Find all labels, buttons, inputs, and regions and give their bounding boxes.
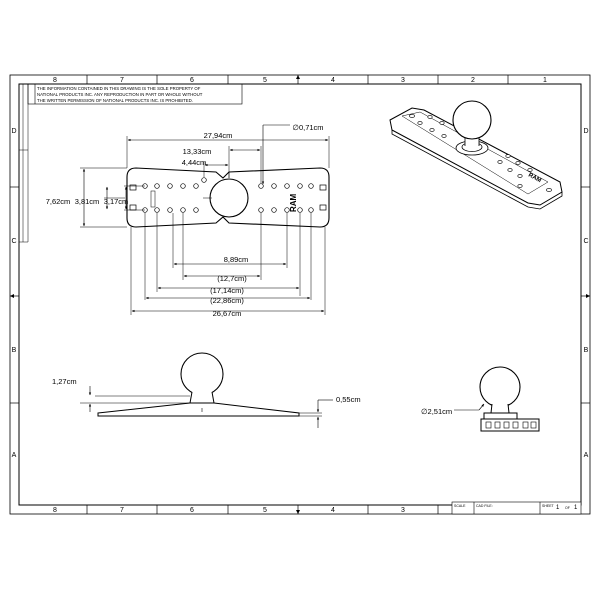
col-label-bottom-7: 7 [120,507,124,514]
sheet-total: 1 [574,505,578,511]
row-label-right-d: D [583,128,588,135]
row-label-right-b: B [584,347,589,354]
dim-13-33: 13,33cm [183,147,212,156]
cad-file-label: CAD FILE: [476,504,493,508]
col-label-top-8: 8 [53,77,57,84]
end-view: ∅2,51cm [421,366,540,432]
dim-22-86: (22,86cm) [210,296,244,305]
brand-mark: RAM [289,193,298,212]
of-label: OF [565,506,570,510]
dim-0-55: 0,55cm [336,395,361,404]
dim-height-7-62: 7,62cm [46,197,71,206]
mounting-holes [142,177,314,213]
sheet-border [9,74,591,515]
end-view-base [483,412,518,420]
proprietary-notice: THE INFORMATION CONTAINED IN THIS DRAWIN… [19,83,243,243]
sheet-label: SHEET [542,504,555,508]
centering-marks [10,75,590,514]
scale-label: SCALE [454,504,466,508]
dim-overall-length: 27,94cm [204,131,233,140]
col-label-bottom-4: 4 [331,507,335,514]
dim-17-14: (17,14cm) [210,286,244,295]
col-label-top-1: 1 [543,77,547,84]
ball-side-view [180,352,224,396]
top-view: RAM [46,123,330,318]
dim-height-3-81: 3,81cm [75,197,100,206]
row-label-right-c: C [583,238,588,245]
sheet-number: 1 [556,505,560,511]
col-label-bottom-5: 5 [263,507,267,514]
col-label-top-2: 2 [471,77,475,84]
isometric-view: RAM [389,100,563,210]
notice-line-1: THE INFORMATION CONTAINED IN THIS DRAWIN… [37,86,201,91]
row-label-left-c: C [11,238,16,245]
dim-height-3-17: 3,17cm [104,197,129,206]
title-block: SCALE CAD FILE: SHEET 1 OF 1 [451,501,582,515]
iso-ball [452,100,492,140]
notice-line-3: THE WRITTEN PERMISSION OF NATIONAL PRODU… [37,98,193,103]
notice-line-2: NATIONAL PRODUCTS INC. ANY REPRODUCTION … [37,92,203,97]
col-label-top-6: 6 [190,77,194,84]
col-label-top-3: 3 [401,77,405,84]
dim-26-67: 26,67cm [213,309,242,318]
row-label-right-a: A [584,452,589,459]
col-label-top-4: 4 [331,77,335,84]
col-label-top-5: 5 [263,77,267,84]
side-plate [97,402,300,417]
dim-8-89: 8,89cm [224,255,249,264]
iso-brand-mark: RAM [527,172,542,184]
ball-top-view [209,178,249,218]
col-label-bottom-6: 6 [190,507,194,514]
row-label-left-b: B [12,347,17,354]
ball-end-view [479,366,521,408]
col-label-top-7: 7 [120,77,124,84]
dim-ball-diameter: ∅2,51cm [421,407,452,416]
dim-12-7: (12,7cm) [217,274,247,283]
zone-labels: 8 7 6 5 4 3 2 1 8 7 6 5 4 3 2 1 D C B A … [11,77,588,514]
row-label-left-d: D [11,128,16,135]
row-label-left-a: A [12,452,17,459]
col-label-bottom-3: 3 [401,507,405,514]
dim-1-27: 1,27cm [52,377,77,386]
dim-4-44: 4,44cm [182,158,207,167]
dim-hole-diameter: ∅0,71cm [292,123,323,132]
col-label-bottom-8: 8 [53,507,57,514]
side-view: 1,27cm 0,55cm [52,352,361,428]
